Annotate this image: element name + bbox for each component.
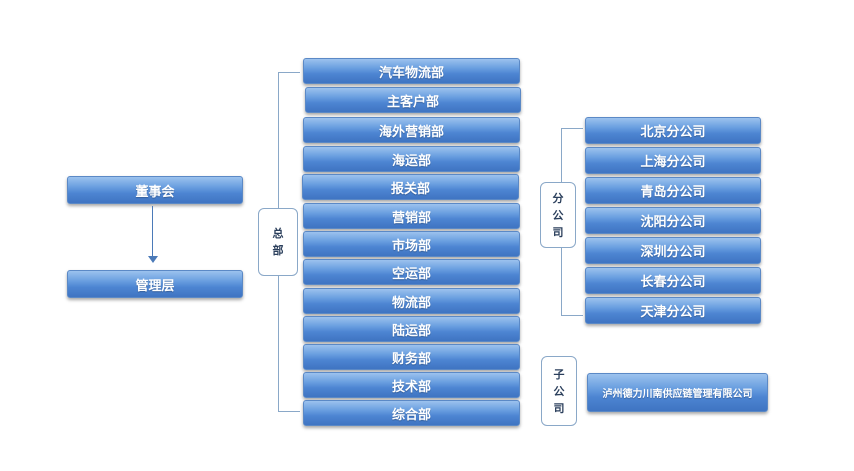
branch-box[interactable]: 深圳分公司 [585, 237, 761, 264]
branch-label: 长春分公司 [640, 275, 706, 290]
branches-tag-char: 分 [552, 191, 564, 205]
branch-box[interactable]: 北京分公司 [585, 117, 761, 144]
management-label: 管理层 [135, 278, 175, 294]
subsidiary-tag-char: 公 [553, 384, 565, 398]
board-label: 董事会 [135, 184, 175, 200]
branch-box[interactable]: 长春分公司 [585, 267, 761, 294]
department-box[interactable]: 汽车物流部 [303, 58, 520, 84]
department-box[interactable]: 物流部 [303, 288, 520, 314]
branches-bracket-top [561, 128, 583, 129]
hq-bracket-top [278, 72, 300, 73]
department-label: 主客户部 [386, 94, 439, 110]
arrow-down-icon [148, 256, 158, 263]
subsidiary-box[interactable]: 泸州德力川南供应链管理有限公司 [587, 373, 768, 412]
department-box[interactable]: 海外营销部 [303, 117, 520, 143]
branches-bracket-bottom [561, 315, 583, 316]
branches-tag: 分 公 司 [540, 182, 576, 248]
department-box[interactable]: 营销部 [303, 203, 520, 229]
department-label: 综合部 [391, 407, 431, 423]
department-box[interactable]: 技术部 [303, 372, 520, 398]
branch-label: 沈阳分公司 [640, 215, 706, 230]
department-label: 陆运部 [391, 323, 431, 339]
department-box[interactable]: 财务部 [303, 344, 520, 370]
department-label: 物流部 [391, 295, 431, 311]
department-label: 技术部 [391, 379, 431, 395]
department-box[interactable]: 陆运部 [303, 316, 520, 342]
branch-box[interactable]: 青岛分公司 [585, 177, 761, 204]
branch-label: 上海分公司 [640, 155, 706, 170]
department-label: 营销部 [391, 210, 431, 226]
branch-label: 青岛分公司 [640, 185, 706, 200]
branch-label: 北京分公司 [640, 125, 706, 140]
department-label: 海外营销部 [378, 124, 444, 140]
hq-bracket-bottom [278, 411, 300, 412]
branch-box[interactable]: 上海分公司 [585, 147, 761, 174]
department-label: 财务部 [391, 351, 431, 367]
branch-box[interactable]: 沈阳分公司 [585, 207, 761, 234]
branches-tag-char: 公 [552, 208, 564, 222]
department-box[interactable]: 海运部 [303, 146, 520, 172]
department-label: 汽车物流部 [378, 65, 444, 81]
department-box[interactable]: 综合部 [303, 400, 520, 426]
branches-tag-char: 司 [552, 225, 564, 239]
subsidiary-tag-char: 子 [553, 367, 565, 381]
hq-tag-char: 总 [272, 227, 284, 240]
department-label: 市场部 [391, 238, 431, 254]
branch-label: 天津分公司 [640, 305, 706, 320]
department-box[interactable]: 市场部 [303, 231, 520, 257]
board-box[interactable]: 董事会 [67, 176, 243, 204]
branch-label: 深圳分公司 [640, 245, 706, 260]
management-box[interactable]: 管理层 [67, 270, 243, 298]
hq-tag-char: 部 [272, 244, 284, 257]
department-box[interactable]: 空运部 [303, 259, 520, 285]
department-label: 空运部 [391, 266, 431, 282]
department-label: 报关部 [390, 181, 430, 197]
subsidiary-tag: 子 公 司 [541, 356, 577, 426]
department-box[interactable]: 报关部 [302, 174, 519, 200]
subsidiary-tag-char: 司 [553, 401, 565, 415]
board-to-management-connector [152, 206, 153, 258]
subsidiary-label: 泸州德力川南供应链管理有限公司 [602, 389, 753, 400]
branch-box[interactable]: 天津分公司 [585, 297, 761, 324]
department-label: 海运部 [391, 153, 431, 169]
department-box[interactable]: 主客户部 [305, 87, 521, 113]
hq-tag: 总 部 [258, 208, 298, 276]
